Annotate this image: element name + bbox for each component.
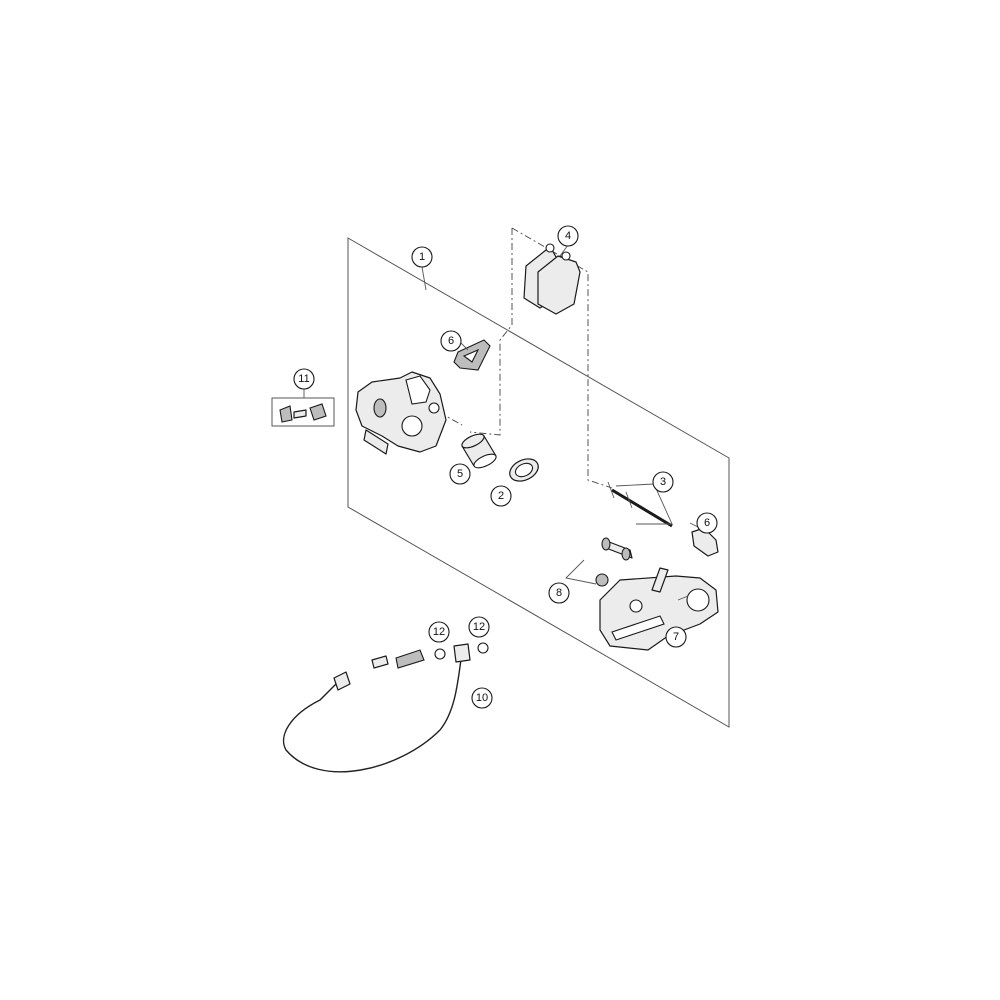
- svg-text:6: 6: [704, 517, 710, 529]
- callout-6-top: 6: [440, 330, 462, 352]
- callout-6-right: 6: [696, 512, 718, 534]
- svg-text:3: 3: [660, 476, 666, 488]
- bleeder-kit: [271, 397, 335, 427]
- leader-lines: [303, 244, 701, 601]
- callout-4: 4: [557, 225, 579, 247]
- callout-3: 3: [652, 471, 674, 493]
- svg-text:12: 12: [473, 621, 485, 633]
- callout-1: 1: [411, 246, 433, 268]
- svg-text:11: 11: [298, 373, 309, 385]
- svg-text:12: 12: [433, 626, 445, 638]
- caliper-support: [599, 575, 719, 651]
- callout-12-right: 12: [468, 616, 490, 638]
- svg-text:6: 6: [448, 335, 454, 347]
- brake-hose: [282, 643, 471, 773]
- caliper-body: [355, 371, 447, 455]
- callout-2: 2: [490, 485, 512, 507]
- callout-7: 7: [665, 626, 687, 648]
- svg-text:1: 1: [419, 251, 425, 263]
- svg-text:5: 5: [457, 468, 463, 480]
- slide-pin-and-clip: [607, 481, 673, 528]
- brake-pads: [523, 243, 581, 315]
- guide-pins-and-bushings: [565, 537, 669, 593]
- banjo-bolt-and-washers: [371, 642, 489, 669]
- assembly-guide-lines: [425, 227, 613, 489]
- pad-spring-top: [453, 339, 491, 371]
- svg-text:8: 8: [556, 587, 562, 599]
- svg-text:7: 7: [673, 631, 679, 643]
- svg-text:4: 4: [565, 230, 571, 242]
- callout-10: 10: [471, 687, 493, 709]
- assembly-frame: [347, 237, 730, 728]
- piston: [461, 433, 497, 469]
- callout-8: 8: [548, 582, 570, 604]
- piston-seal: [509, 458, 539, 482]
- svg-text:2: 2: [498, 490, 504, 502]
- svg-text:10: 10: [476, 692, 488, 704]
- callout-12-left: 12: [428, 621, 450, 643]
- callout-11: 11: [293, 368, 315, 390]
- callout-5: 5: [449, 463, 471, 485]
